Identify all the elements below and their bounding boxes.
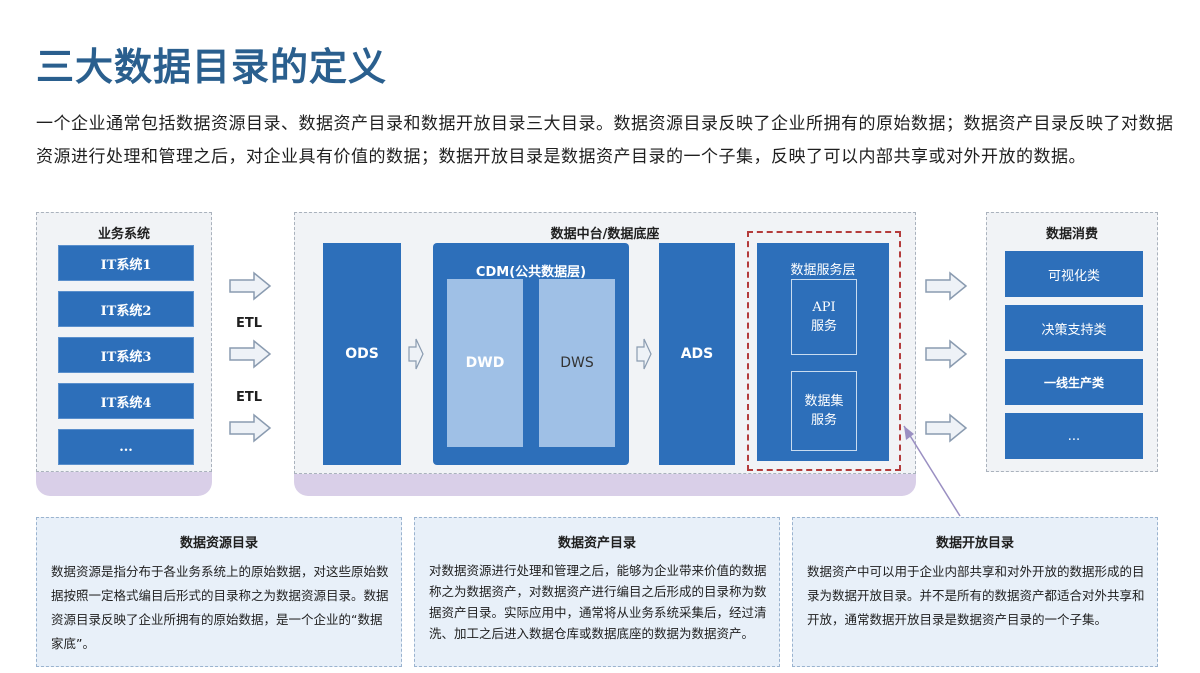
api-service-box[interactable]: API 服务 bbox=[791, 279, 857, 355]
consumption-more[interactable]: ... bbox=[1005, 413, 1143, 459]
it-system-2[interactable]: IT系统2 bbox=[58, 291, 194, 327]
desc-resource-body: 数据资源是指分布于各业务系统上的原始数据，对这些原始数据按照一定格式编目后形式的… bbox=[51, 564, 389, 651]
dataset-service-line-1: 数据集 bbox=[804, 394, 844, 409]
ods-layer[interactable]: ODS bbox=[323, 243, 401, 465]
desc-asset-catalog: 数据资产目录 对数据资源进行处理和管理之后，能够为企业带来价值的数据称之为数据资… bbox=[414, 517, 780, 667]
ads-layer[interactable]: ADS bbox=[659, 243, 735, 465]
intro-paragraph: 一个企业通常包括数据资源目录、数据资产目录和数据开放目录三大目录。数据资源目录反… bbox=[36, 114, 1174, 167]
dwd-layer[interactable]: DWD bbox=[447, 279, 523, 447]
data-service-title: 数据服务层 bbox=[790, 263, 856, 278]
arrow-right-icon bbox=[925, 413, 968, 443]
data-platform-panel: 数据中台/数据底座 ODS CDM(公共数据层) DWD DWS ADS 数据服… bbox=[294, 212, 916, 474]
consumption-frontline-production[interactable]: 一线生产类 bbox=[1005, 359, 1143, 405]
connector-arrow bbox=[903, 425, 961, 517]
data-consumption-panel: 数据消费 可视化类 决策支持类 一线生产类 ... bbox=[986, 212, 1158, 472]
desc-resource-title: 数据资源目录 bbox=[179, 536, 258, 551]
consumption-decision-support[interactable]: 决策支持类 bbox=[1005, 305, 1143, 351]
desc-resource-catalog: 数据资源目录 数据资源是指分布于各业务系统上的原始数据，对这些原始数据按照一定格… bbox=[36, 517, 402, 667]
bracket-business bbox=[36, 468, 212, 496]
open-catalog-highlight bbox=[747, 231, 901, 471]
desc-open-body: 数据资产中可以用于企业内部共享和对外开放的数据形成的目录为数据开放目录。并不是所… bbox=[807, 564, 1145, 627]
dataset-service-line-2: 服务 bbox=[810, 413, 837, 428]
etl-label-2: ETL bbox=[236, 390, 263, 405]
it-system-1[interactable]: IT系统1 bbox=[58, 245, 194, 281]
dws-layer[interactable]: DWS bbox=[539, 279, 615, 447]
desc-asset-title: 数据资产目录 bbox=[557, 536, 636, 551]
arrow-right-icon bbox=[229, 413, 272, 443]
arrow-right-icon bbox=[229, 339, 272, 369]
data-platform-title: 数据中台/数据底座 bbox=[550, 227, 660, 242]
arrow-right-icon bbox=[408, 338, 424, 370]
api-service-line-1: API bbox=[812, 300, 836, 315]
it-system-3[interactable]: IT系统3 bbox=[58, 337, 194, 373]
dataset-service-box[interactable]: 数据集 服务 bbox=[791, 371, 857, 451]
desc-open-catalog: 数据开放目录 数据资产中可以用于企业内部共享和对外开放的数据形成的目录为数据开放… bbox=[792, 517, 1158, 667]
data-service-layer[interactable]: 数据服务层 API 服务 数据集 服务 bbox=[757, 243, 889, 461]
desc-asset-body: 对数据资源进行处理和管理之后，能够为企业带来价值的数据称之为数据资产，对数据资产… bbox=[429, 563, 767, 641]
it-system-more[interactable]: ... bbox=[58, 429, 194, 465]
page-title: 三大数据目录的定义 bbox=[36, 45, 388, 89]
api-service-line-2: 服务 bbox=[810, 319, 837, 334]
business-systems-title: 业务系统 bbox=[97, 227, 150, 242]
cdm-title: CDM(公共数据层) bbox=[475, 265, 587, 280]
data-consumption-title: 数据消费 bbox=[1045, 227, 1098, 242]
arrow-right-icon bbox=[925, 339, 968, 369]
etl-label-1: ETL bbox=[236, 316, 263, 331]
consumption-visualization[interactable]: 可视化类 bbox=[1005, 251, 1143, 297]
cdm-layer[interactable]: CDM(公共数据层) DWD DWS bbox=[433, 243, 629, 465]
arrow-right-icon bbox=[925, 271, 968, 301]
business-systems-panel: 业务系统 IT系统1 IT系统2 IT系统3 IT系统4 ... bbox=[36, 212, 212, 472]
it-system-4[interactable]: IT系统4 bbox=[58, 383, 194, 419]
arrow-right-icon bbox=[636, 338, 652, 370]
arrow-right-icon bbox=[229, 271, 272, 301]
desc-open-title: 数据开放目录 bbox=[935, 536, 1014, 551]
